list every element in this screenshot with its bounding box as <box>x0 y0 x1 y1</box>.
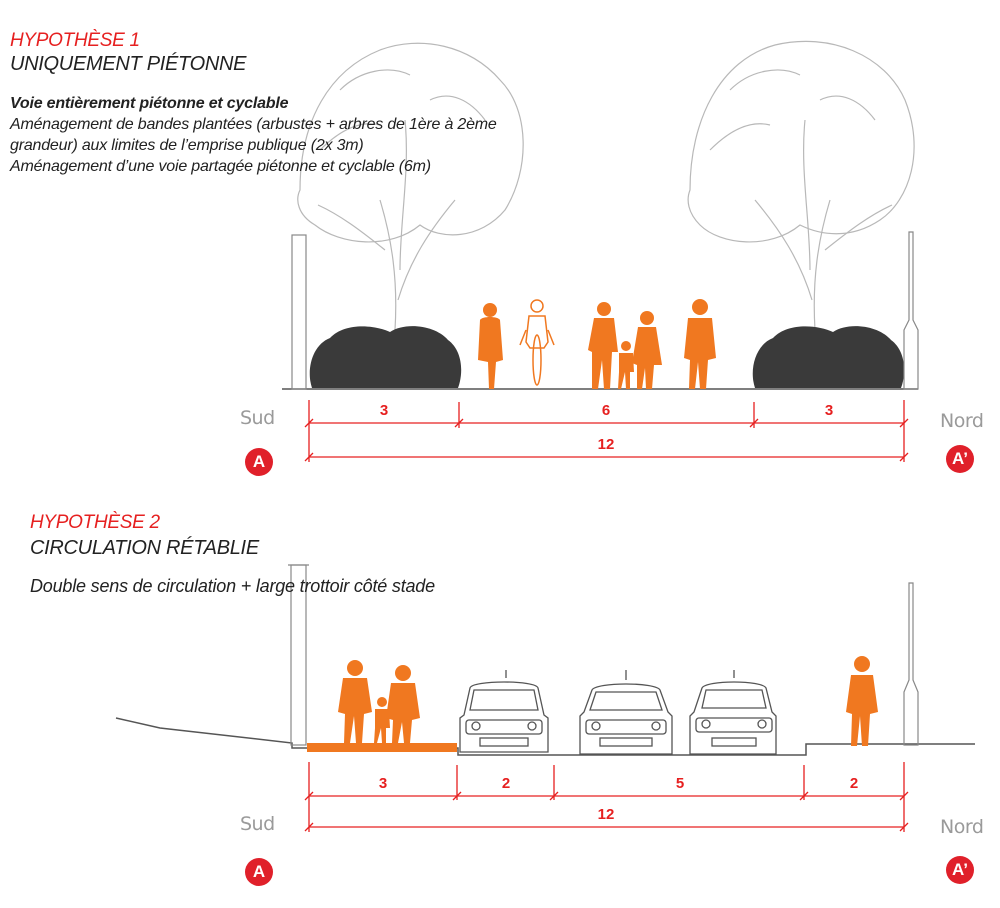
direction-nord: Nord <box>940 410 984 432</box>
lamp-post-left <box>291 234 307 390</box>
tree-left <box>297 42 524 331</box>
lamp-post-right-2 <box>903 582 919 746</box>
badge-a: A <box>245 448 273 476</box>
sidewalk-orange <box>307 743 457 752</box>
dimension-label-5: 5 <box>675 775 685 792</box>
badge-a-prime-2: A’ <box>946 856 974 884</box>
hypothesis-1-subtitle: UNIQUEMENT PIÉTONNE <box>10 53 247 75</box>
dimension-label-6: 6 <box>601 402 611 419</box>
pedestrians-section-1 <box>478 299 716 389</box>
description-line-1: Aménagement de bandes plantées (arbustes… <box>10 116 497 133</box>
dimension-label-3: 3 <box>378 775 388 792</box>
direction-sud: Sud <box>240 407 275 429</box>
car-1 <box>459 670 549 753</box>
dimension-label-3-right: 3 <box>824 402 834 419</box>
tree-right <box>687 40 915 331</box>
pedestrians-section-2 <box>338 656 878 746</box>
pedestrian-family <box>588 302 662 389</box>
cyclist-icon <box>519 299 555 386</box>
car-2 <box>579 670 673 755</box>
shrub-right <box>752 326 905 388</box>
lamp-post-right <box>903 231 919 390</box>
dimension-lines-section-2 <box>304 762 909 832</box>
dimension-lines-section-1 <box>304 400 909 462</box>
pedestrian-woman <box>478 303 503 389</box>
badge-a-2: A <box>245 858 273 886</box>
dimension-label-2-left: 2 <box>501 775 511 792</box>
hypothesis-1-description: Voie entièrement piétonne et cyclable Am… <box>10 93 497 177</box>
badge-a-prime: A’ <box>946 445 974 473</box>
direction-nord-2: Nord <box>940 816 984 838</box>
dimension-total-12-section-2: 12 <box>597 806 615 823</box>
hypothesis-2-title: HYPOTHÈSE 2 <box>30 512 160 533</box>
dimension-total-12: 12 <box>597 436 615 453</box>
dimension-label-2-right: 2 <box>849 775 859 792</box>
direction-sud-2: Sud <box>240 813 275 835</box>
pedestrian-man <box>684 299 716 389</box>
hypothesis-1-title: HYPOTHÈSE 1 <box>10 30 140 51</box>
dimension-label-3-left: 3 <box>379 402 389 419</box>
shrub-left <box>309 326 462 388</box>
hypothesis-2-subtitle: CIRCULATION RÉTABLIE <box>30 537 259 559</box>
description-line-2: grandeur) aux limites de l’emprise publi… <box>10 137 364 154</box>
wall-left <box>288 564 309 746</box>
description-bold-line: Voie entièrement piétonne et cyclable <box>10 95 289 112</box>
car-3 <box>689 670 777 755</box>
hypothesis-2-description: Double sens de circulation + large trott… <box>30 576 435 596</box>
ground-section-2 <box>115 717 975 756</box>
description-line-3: Aménagement d’une voie partagée piétonne… <box>10 158 431 175</box>
